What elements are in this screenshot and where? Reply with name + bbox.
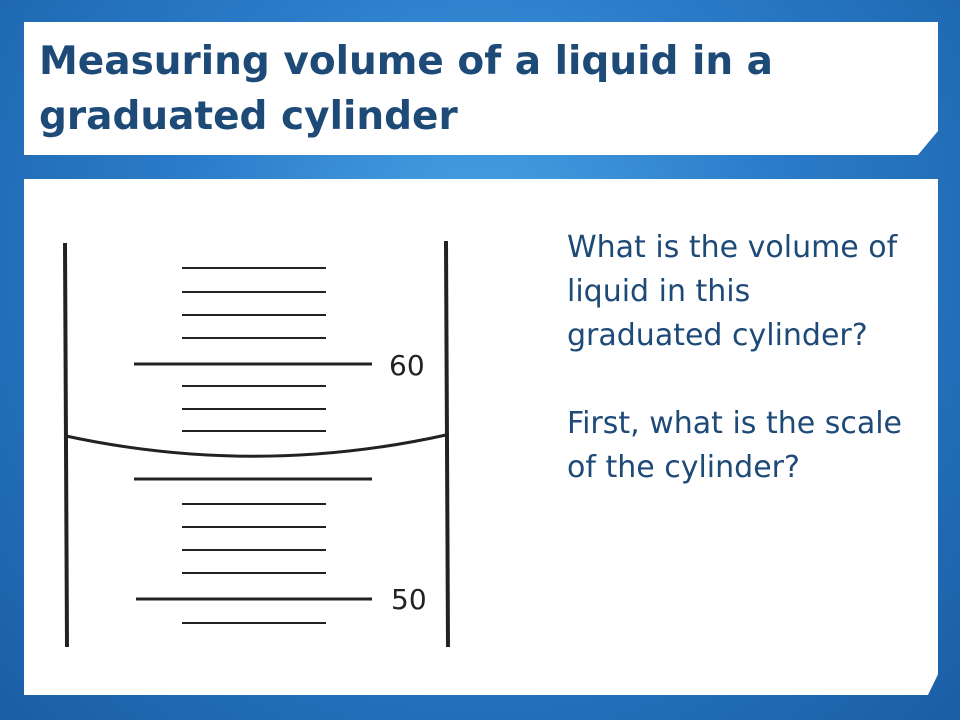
question-scale: First, what is the scale of the cylinder…	[567, 406, 903, 485]
cylinder-right-wall	[444, 240, 450, 648]
liquid-meniscus	[65, 433, 447, 458]
content-panel: 60 50 What is the volume of liquid in th…	[24, 179, 938, 695]
cylinder-left-wall	[63, 242, 69, 648]
question-text-block: What is the volume of liquid in this gra…	[567, 226, 907, 490]
slide-title: Measuring volume of a liquid in a gradua…	[39, 39, 773, 139]
graduated-cylinder-diagram: 60 50	[63, 240, 450, 648]
title-panel: Measuring volume of a liquid in a gradua…	[24, 22, 938, 155]
graduation-label-50: 50	[391, 583, 427, 616]
question-volume: What is the volume of liquid in this gra…	[567, 230, 898, 353]
question-spacer	[567, 358, 907, 402]
graduation-label-60: 60	[389, 349, 425, 382]
